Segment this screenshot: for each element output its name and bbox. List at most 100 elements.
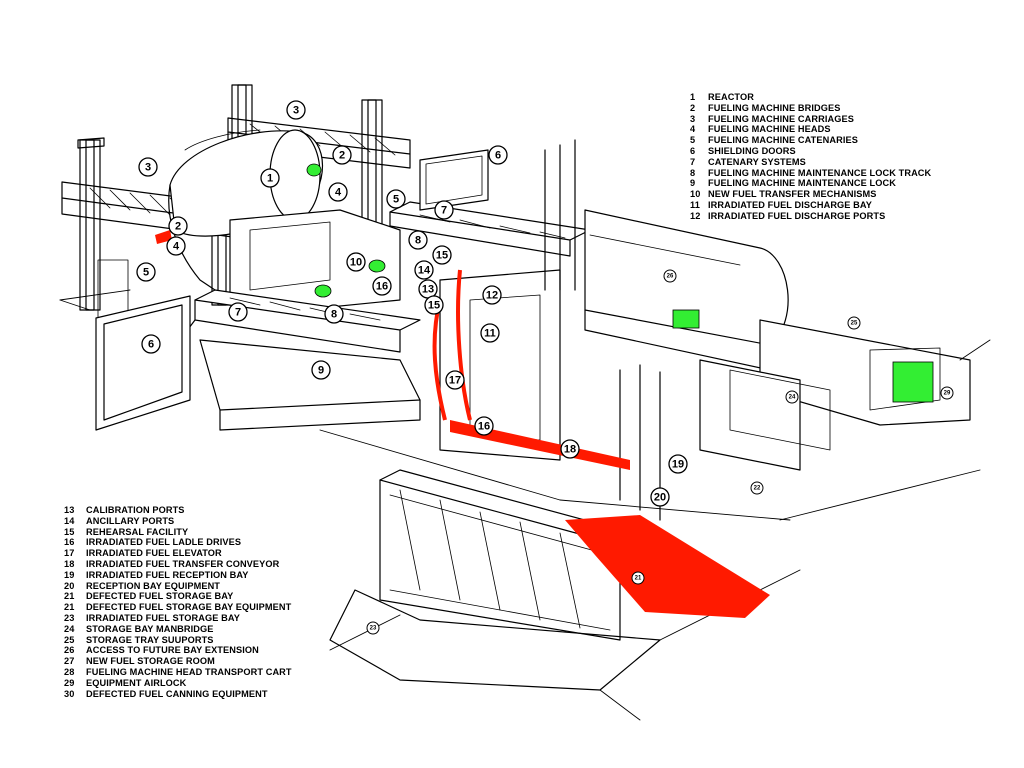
callout-5: 5 (386, 189, 406, 209)
callout-circle (260, 168, 280, 188)
callout-23: 23 (366, 621, 380, 635)
callout-29: 29 (940, 386, 954, 400)
callout-number: 21 (635, 576, 642, 582)
callout-6: 6 (141, 334, 161, 354)
callout-circle (785, 390, 799, 404)
legend-number: 17 (64, 548, 75, 559)
green-highlights (306, 163, 934, 403)
callout-circle (847, 316, 861, 330)
legend-number: 19 (64, 569, 75, 580)
callout-number: 4 (335, 187, 342, 199)
callout-number: 13 (422, 284, 434, 296)
discharge-port-red (456, 269, 472, 421)
callout-number: 18 (564, 444, 576, 456)
legend-label: REHEARSAL FACILITY (86, 526, 189, 537)
reactor (168, 129, 323, 301)
callout-2: 2 (168, 216, 188, 236)
callout-13: 13 (418, 279, 438, 299)
shielding-door (95, 295, 191, 431)
callout-number: 22 (754, 486, 761, 492)
legend-number: 4 (690, 124, 696, 135)
callout-1: 1 (260, 168, 280, 188)
callout-3: 3 (286, 100, 306, 120)
maintenance-lock (199, 339, 421, 431)
callout-circle (328, 182, 348, 202)
callout-circle (445, 370, 465, 390)
callout-number: 6 (495, 150, 501, 162)
legend-label: STORAGE BAY MANBRIDGE (86, 623, 214, 634)
callout-number: 17 (449, 375, 461, 387)
callout-circle (286, 100, 306, 120)
legend-label: IRRADIATED FUEL DISCHARGE PORTS (708, 210, 886, 221)
legend-number: 1 (690, 92, 696, 102)
callout-4: 4 (166, 236, 186, 256)
legend-number: 11 (690, 199, 700, 210)
callout-labels: 1223344556677889101112131415151616171819… (136, 100, 954, 635)
callout-number: 16 (478, 421, 490, 433)
callout-circle (386, 189, 406, 209)
fueling-head-green-front (314, 284, 332, 298)
callout-circle (168, 216, 188, 236)
legend-label: FUELING MACHINE CATENARIES (708, 135, 858, 146)
callout-3: 3 (138, 157, 158, 177)
legend-number: 24 (64, 623, 75, 634)
callout-number: 2 (175, 221, 181, 233)
callout-8: 8 (324, 304, 344, 324)
legend-label: NEW FUEL STORAGE ROOM (86, 656, 215, 667)
callout-circle (488, 145, 508, 165)
callout-circle (366, 621, 380, 635)
callout-number: 19 (672, 459, 684, 471)
callout-circle (372, 276, 392, 296)
legend-number: 10 (690, 189, 701, 200)
callout-number: 7 (235, 307, 241, 319)
new-fuel-mechanism-green (368, 259, 386, 273)
legend-label: NEW FUEL TRANSFER MECHANISMS (708, 189, 877, 200)
callout-circle (311, 360, 331, 380)
legend-label: SHIELDING DOORS (708, 145, 796, 156)
legend-label: DEFECTED FUEL STORAGE BAY (86, 591, 234, 602)
legend-number: 7 (690, 156, 696, 167)
storage-bay-floor-red (565, 515, 770, 618)
legend-number: 21 (64, 591, 75, 602)
callout-number: 9 (318, 365, 324, 377)
callout-22: 22 (750, 481, 764, 495)
callout-24: 24 (785, 390, 799, 404)
callout-18: 18 (560, 439, 580, 459)
callout-circle (474, 416, 494, 436)
legend-label: DEFECTED FUEL STORAGE BAY EQUIPMENT (86, 602, 292, 613)
callout-26: 26 (663, 269, 677, 283)
callout-circle (560, 439, 580, 459)
callout-number: 23 (370, 626, 377, 632)
callout-circle (940, 386, 954, 400)
callout-number: 24 (789, 395, 796, 401)
callout-circle (482, 285, 502, 305)
new-fuel-cart-green (672, 309, 700, 329)
callout-5: 5 (136, 262, 156, 282)
callout-circle (432, 245, 452, 265)
legend-label: CATENARY SYSTEMS (708, 156, 806, 167)
legend-number: 14 (64, 515, 75, 526)
callout-8: 8 (408, 230, 428, 250)
legend-label: CALIBRATION PORTS (86, 505, 185, 515)
shielding-door-rear (419, 149, 489, 211)
legend-item: 7 CATENARY SYSTEMS (690, 157, 931, 168)
legend-item: 21 DEFECTED FUEL STORAGE BAY (64, 591, 292, 602)
legend-number: 16 (64, 537, 75, 548)
callout-number: 14 (418, 265, 431, 277)
legend-label: FUELING MACHINE BRIDGES (708, 102, 841, 113)
